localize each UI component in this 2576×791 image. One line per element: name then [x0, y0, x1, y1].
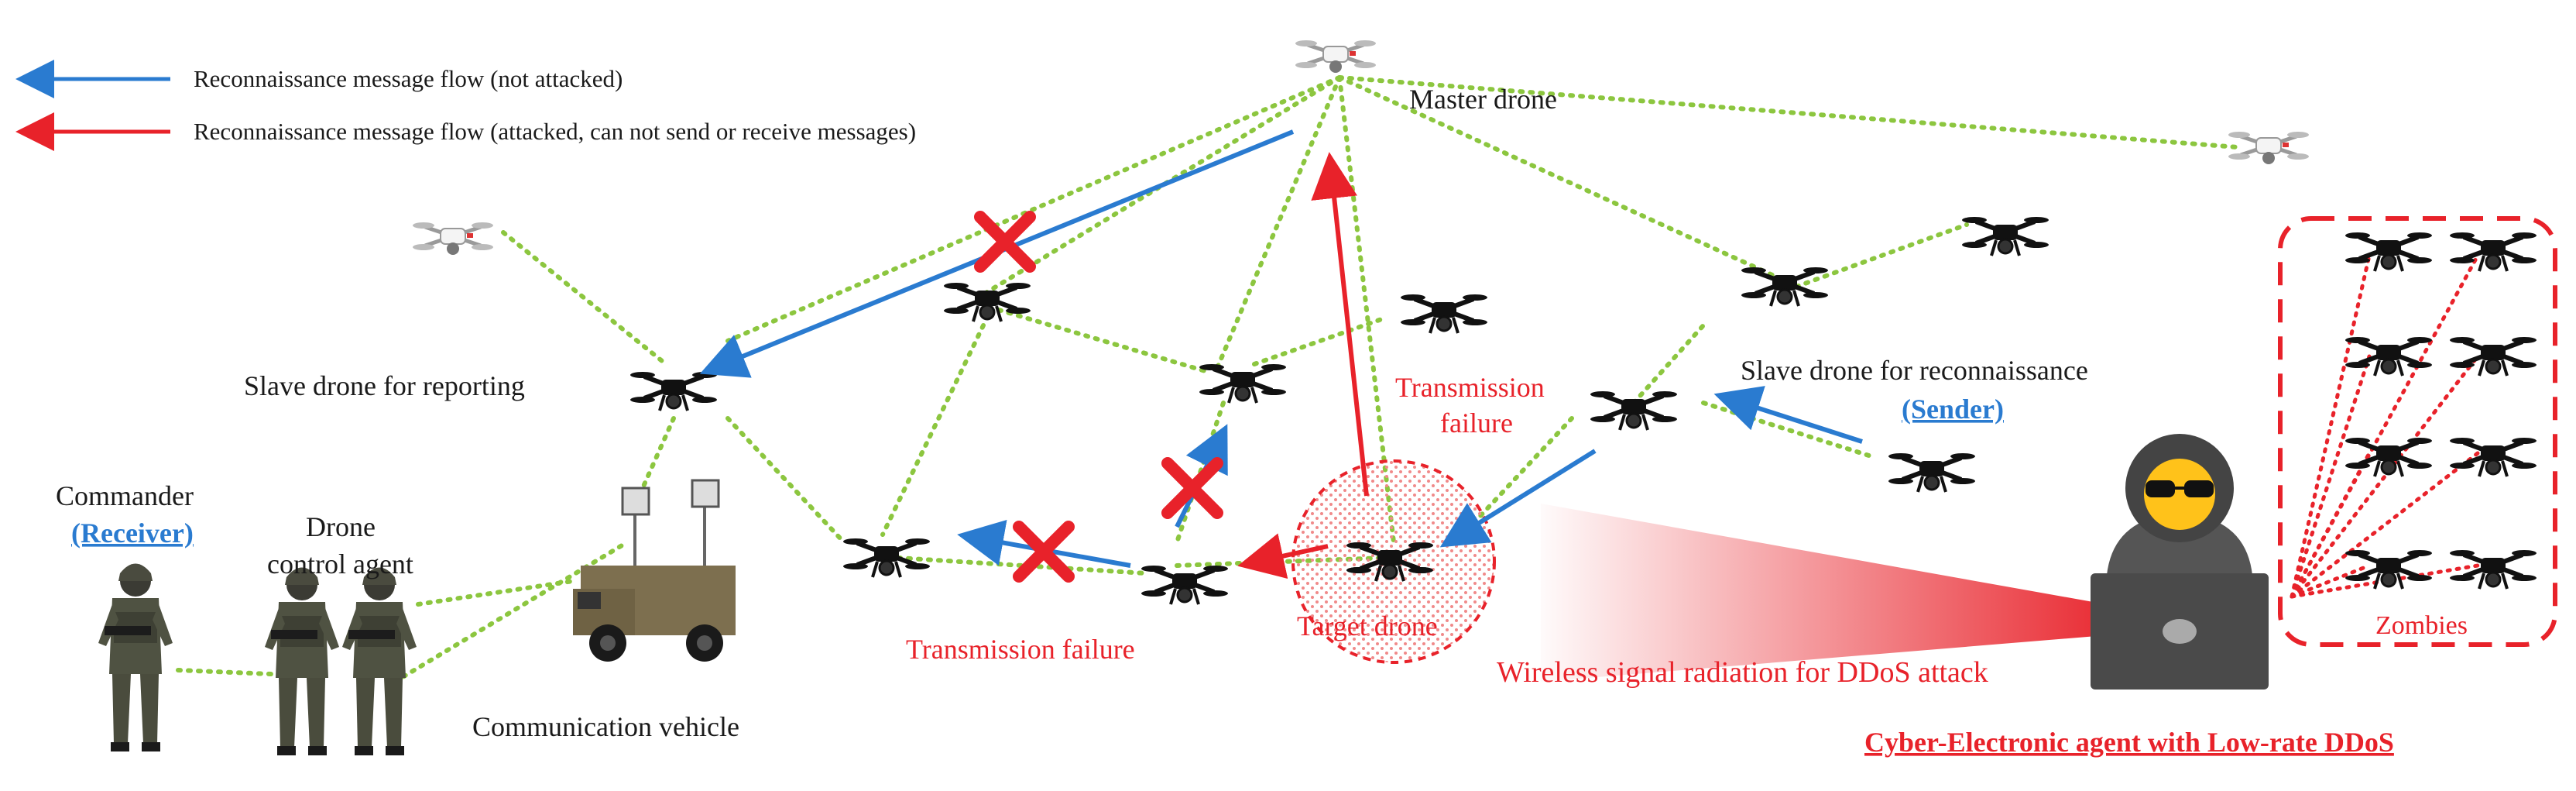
soldier-icon: [98, 563, 173, 751]
receiver-label: (Receiver): [71, 518, 194, 549]
legend-blue-label: Reconnaissance message flow (not attacke…: [194, 65, 623, 92]
message-flows: [699, 129, 1863, 579]
zombie-rays: [2290, 253, 2480, 599]
drone-icon: [1401, 294, 1487, 333]
drone-icon: [2345, 337, 2432, 376]
slave-reporting-drone-icon: [630, 372, 717, 411]
drone-icon: [413, 222, 493, 255]
drone-icon: [1590, 391, 1677, 430]
transmission-failure-label: Transmission failure: [906, 634, 1135, 665]
slave-recon-label: Slave drone for reconnaissance: [1741, 355, 2088, 386]
hacker-icon: [2091, 434, 2269, 690]
soldier-icon: [342, 567, 417, 755]
zombies-label: Zombies: [2375, 611, 2468, 640]
commander-label: Commander: [56, 480, 194, 511]
cross-icon: [1168, 463, 1217, 513]
legend-red-label: Reconnaissance message flow (attacked, c…: [194, 118, 916, 145]
master-drone-label: Master drone: [1409, 84, 1557, 115]
wireless-radiation-label: Wireless signal radiation for DDoS attac…: [1497, 656, 1988, 689]
transmission-failure-label-2: failure: [1440, 408, 1513, 438]
legend: Reconnaissance message flow (not attacke…: [15, 60, 916, 151]
drone-icon: [2450, 337, 2537, 376]
transmission-failure-label-1: Transmission: [1395, 372, 1545, 403]
drone-icon: [2450, 438, 2537, 476]
cyber-agent-label: Cyber-Electronic agent with Low-rate DDo…: [1864, 727, 2394, 758]
vehicle-icon: [573, 479, 736, 662]
drone-agent-label-2: control agent: [267, 549, 413, 579]
master-drone-icon: [1295, 40, 1376, 73]
drone-icon: [1199, 364, 1286, 403]
drone-icon: [1141, 566, 1228, 604]
drone-icon: [1741, 267, 1828, 306]
drone-agent-label-1: Drone: [306, 511, 376, 542]
soldier-icon: [265, 567, 339, 755]
slave-reporting-label: Slave drone for reporting: [244, 370, 525, 401]
drone-icon: [2450, 232, 2537, 271]
drone-icon: [2345, 550, 2432, 589]
drone-icon: [2345, 232, 2432, 271]
comm-vehicle-label: Communication vehicle: [472, 711, 739, 742]
drone-icon: [2450, 550, 2537, 589]
sender-label: (Sender): [1902, 394, 2004, 425]
drone-icon: [2228, 132, 2309, 164]
slave-recon-drone-icon: [1888, 453, 1975, 492]
target-drone-label: Target drone: [1297, 610, 1438, 641]
zombies-box: [2278, 216, 2557, 647]
drone-icon: [1962, 217, 2049, 256]
ddos-beam: [1541, 504, 2106, 682]
